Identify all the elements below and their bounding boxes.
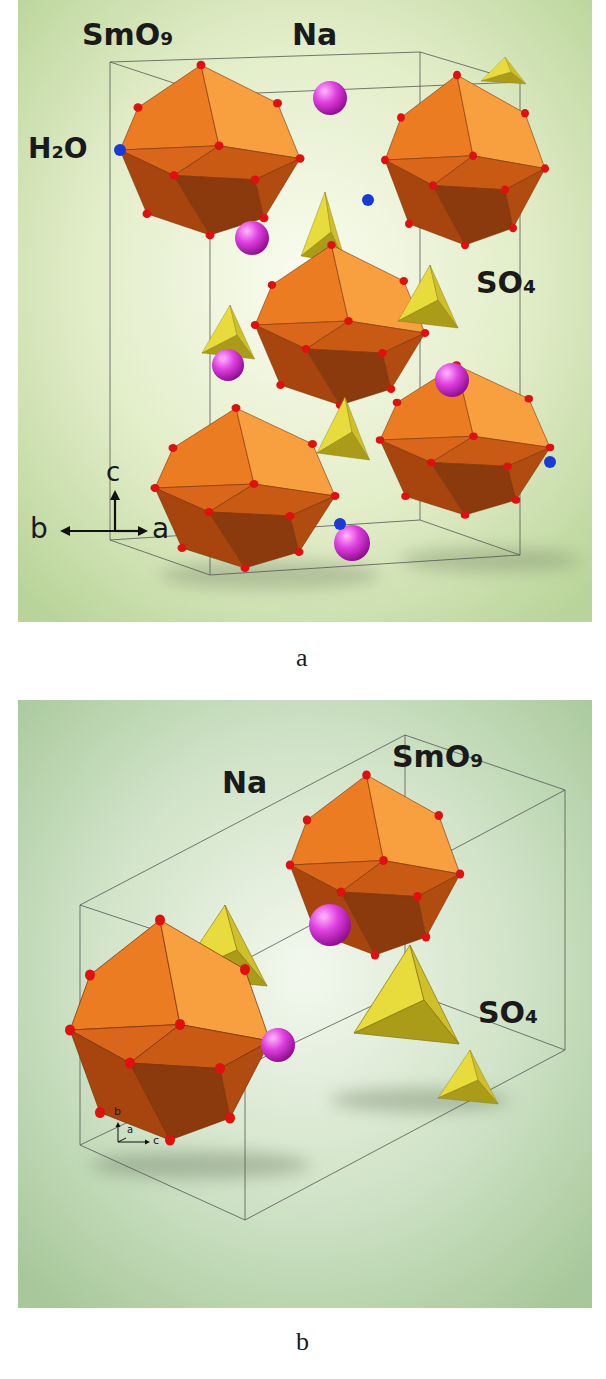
formula-label: SmO₉ <box>392 740 484 773</box>
panel-caption: a <box>296 644 308 673</box>
axis-label: b <box>30 514 48 545</box>
panel-ground <box>18 0 592 622</box>
panel-ground <box>18 700 592 1308</box>
formula-label: H₂O <box>28 134 88 165</box>
panel-caption: b <box>296 1328 309 1357</box>
na-atom <box>261 904 351 1062</box>
atom-label: Na <box>222 766 267 799</box>
axis-label: c <box>153 1135 159 1147</box>
atom-label: Na <box>292 18 337 51</box>
axis-label: c <box>106 458 120 487</box>
axis-label: a <box>127 1124 133 1135</box>
formula-label: SO₄ <box>476 266 536 299</box>
axis-label: a <box>152 514 169 545</box>
axis-label: b <box>114 1106 121 1118</box>
na-atom <box>212 81 469 561</box>
formula-label: SO₄ <box>478 996 538 1029</box>
axis-arrows <box>116 1122 151 1145</box>
formula-label: SmO₉ <box>82 18 174 51</box>
water-oxygen <box>114 144 556 530</box>
axis-arrows <box>60 490 148 536</box>
